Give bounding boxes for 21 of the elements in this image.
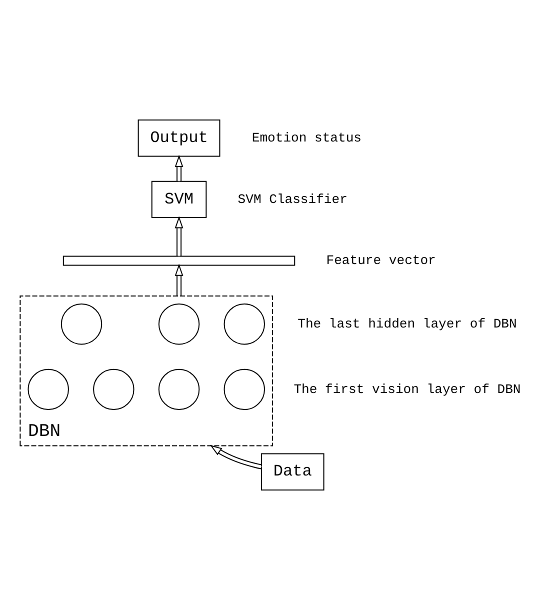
node-circle <box>158 368 200 410</box>
node-box: Output <box>138 120 220 157</box>
node-circle <box>28 368 69 410</box>
node-label: SVM Classifier <box>238 192 348 207</box>
arrow <box>174 154 184 182</box>
node-circle <box>224 368 265 410</box>
arrow <box>174 216 184 256</box>
arrow <box>210 444 262 470</box>
node-box: SVM <box>151 180 207 218</box>
node-circle <box>60 304 102 345</box>
node-label: Feature vector <box>326 253 436 268</box>
node-circle <box>93 368 134 410</box>
node-label: Emotion status <box>252 130 362 146</box>
node-bar <box>62 256 296 266</box>
node-box: Data <box>260 453 324 490</box>
label: The first vision layer of DBN <box>294 382 521 397</box>
label: The last hidden layer of DBN <box>298 316 517 332</box>
arrow <box>174 264 184 296</box>
cluster: DBN <box>20 295 274 446</box>
node-circle <box>158 304 200 345</box>
node-circle <box>224 304 265 345</box>
